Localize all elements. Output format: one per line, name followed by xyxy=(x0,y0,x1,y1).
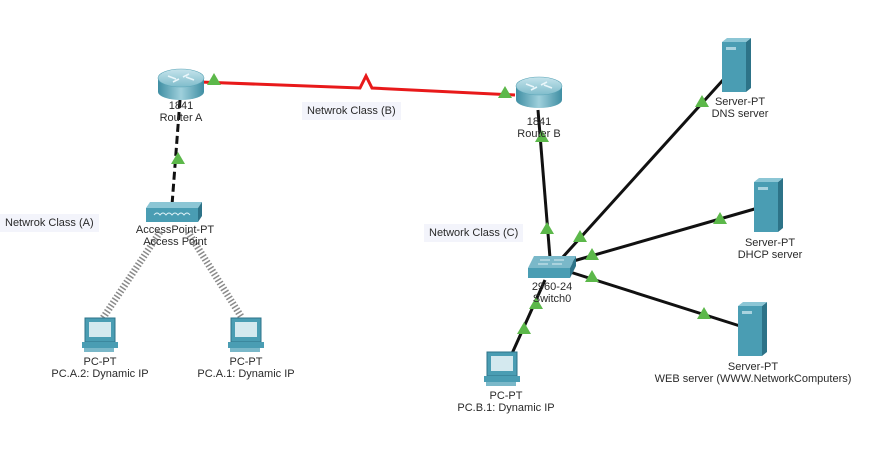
pc-base xyxy=(82,342,118,348)
pc-b1[interactable] xyxy=(484,351,520,386)
pc-a2-label: PC-PT PC.A.2: Dynamic IP xyxy=(51,356,148,380)
web-server[interactable] xyxy=(738,302,767,356)
link-up-indicator xyxy=(535,130,549,142)
device-name: DHCP server xyxy=(737,249,803,261)
server-top xyxy=(722,38,751,42)
link-up-indicator xyxy=(498,86,512,98)
server-side xyxy=(762,302,767,356)
server-icon xyxy=(722,42,746,92)
device-name: WEB server (WWW.NetworkComputers) xyxy=(654,373,852,385)
switch-arrows-icon xyxy=(538,259,564,265)
router-arrows-icon xyxy=(525,81,553,91)
note-network-class-b[interactable]: Netwrok Class (B) xyxy=(302,102,401,120)
link-up-indicator xyxy=(585,270,599,282)
router-b[interactable] xyxy=(515,76,563,108)
note-text: Netwrok Class (A) xyxy=(5,217,94,229)
server-side xyxy=(778,178,783,232)
device-model: Server-PT xyxy=(727,361,779,373)
copper-link-router-a-access-point[interactable] xyxy=(170,99,182,206)
copper-link-switch0-pc-b1[interactable] xyxy=(508,279,547,359)
device-name: PC.B.1: Dynamic IP xyxy=(457,402,555,414)
device-model: 1841 xyxy=(526,116,552,128)
device-model: AccessPoint-PT xyxy=(135,224,215,236)
device-name: Router B xyxy=(517,128,561,140)
link-up-indicator xyxy=(171,152,185,164)
server-top xyxy=(754,178,783,182)
note-network-class-a[interactable]: Netwrok Class (A) xyxy=(0,214,99,232)
switch-top xyxy=(528,256,576,268)
pc-base xyxy=(484,376,520,382)
server-top xyxy=(738,302,767,306)
router-top xyxy=(515,76,563,96)
dns-server[interactable] xyxy=(722,38,751,92)
link-up-indicator xyxy=(585,248,599,260)
copper-link-switch0-dhcp-server[interactable] xyxy=(569,206,759,264)
pc-screen xyxy=(235,322,257,337)
device-model: Server-PT xyxy=(744,237,796,249)
device-model: Server-PT xyxy=(714,96,766,108)
server-icon xyxy=(738,306,762,356)
server-drive xyxy=(726,47,736,50)
pc-keyboard xyxy=(230,348,260,352)
link-up-indicator xyxy=(573,230,587,242)
device-name: Access Point xyxy=(143,236,207,248)
serial-link-router-a-router-b[interactable] xyxy=(199,72,516,97)
link-up-indicator xyxy=(529,297,543,309)
device-name: DNS server xyxy=(711,108,769,120)
router-a[interactable] xyxy=(157,68,205,100)
pc-keyboard xyxy=(486,382,516,386)
link-up-indicator xyxy=(207,73,221,85)
access-point-side xyxy=(198,202,202,222)
access-point[interactable] xyxy=(146,202,202,222)
copper-link-switch0-dns-server[interactable] xyxy=(560,78,725,260)
server-side xyxy=(746,38,751,92)
device-model: 2960-24 xyxy=(531,281,573,293)
web-server-label: Server-PT WEB server (WWW.NetworkCompute… xyxy=(655,361,852,385)
pc-a2[interactable] xyxy=(82,317,118,352)
pc-a1[interactable] xyxy=(228,317,264,352)
link-up-indicator xyxy=(713,212,727,224)
dhcp-server[interactable] xyxy=(754,178,783,232)
device-name: PC.A.1: Dynamic IP xyxy=(197,368,295,380)
link-indicators xyxy=(171,73,727,334)
pc-keyboard xyxy=(84,348,114,352)
device-model: PC-PT xyxy=(229,356,263,368)
device-name: Router A xyxy=(159,112,203,124)
access-point-top xyxy=(146,202,202,208)
server-drive xyxy=(742,311,752,314)
device-name: PC.A.2: Dynamic IP xyxy=(51,368,149,380)
dhcp-server-label: Server-PT DHCP server xyxy=(738,237,803,261)
pc-base xyxy=(228,342,264,348)
router-top xyxy=(157,68,205,88)
pc-screen xyxy=(89,322,111,337)
wireless-link-ap-pc-a1[interactable] xyxy=(185,230,245,320)
access-point-waves xyxy=(153,212,191,216)
pc-a1-label: PC-PT PC.A.1: Dynamic IP xyxy=(197,356,294,380)
router-a-label: 1841 Router A xyxy=(160,100,203,124)
switch-side xyxy=(570,256,576,278)
link-up-indicator xyxy=(697,307,711,319)
note-text: Netwrok Class (B) xyxy=(307,105,396,117)
switch-icon xyxy=(528,268,570,278)
dns-server-label: Server-PT DNS server xyxy=(712,96,769,120)
device-name: Switch0 xyxy=(532,293,572,305)
server-icon xyxy=(754,182,778,232)
device-model: 1841 xyxy=(168,100,194,112)
note-network-class-c[interactable]: Network Class (C) xyxy=(424,224,524,242)
switch0[interactable] xyxy=(528,256,576,278)
server-drive xyxy=(758,187,768,190)
switch0-label: 2960-24 Switch0 xyxy=(532,281,572,305)
link-up-indicator xyxy=(540,222,554,234)
device-model: PC-PT xyxy=(83,356,117,368)
device-model: PC-PT xyxy=(489,390,523,402)
access-point-label: AccessPoint-PT Access Point xyxy=(136,224,214,248)
link-up-indicator xyxy=(695,95,709,107)
pc-screen xyxy=(491,356,513,371)
link-up-indicator xyxy=(517,322,531,334)
pc-b1-label: PC-PT PC.B.1: Dynamic IP xyxy=(457,390,554,414)
router-arrows-icon xyxy=(167,73,195,83)
note-text: Network Class (C) xyxy=(429,227,519,239)
router-b-label: 1841 Router B xyxy=(517,116,560,140)
